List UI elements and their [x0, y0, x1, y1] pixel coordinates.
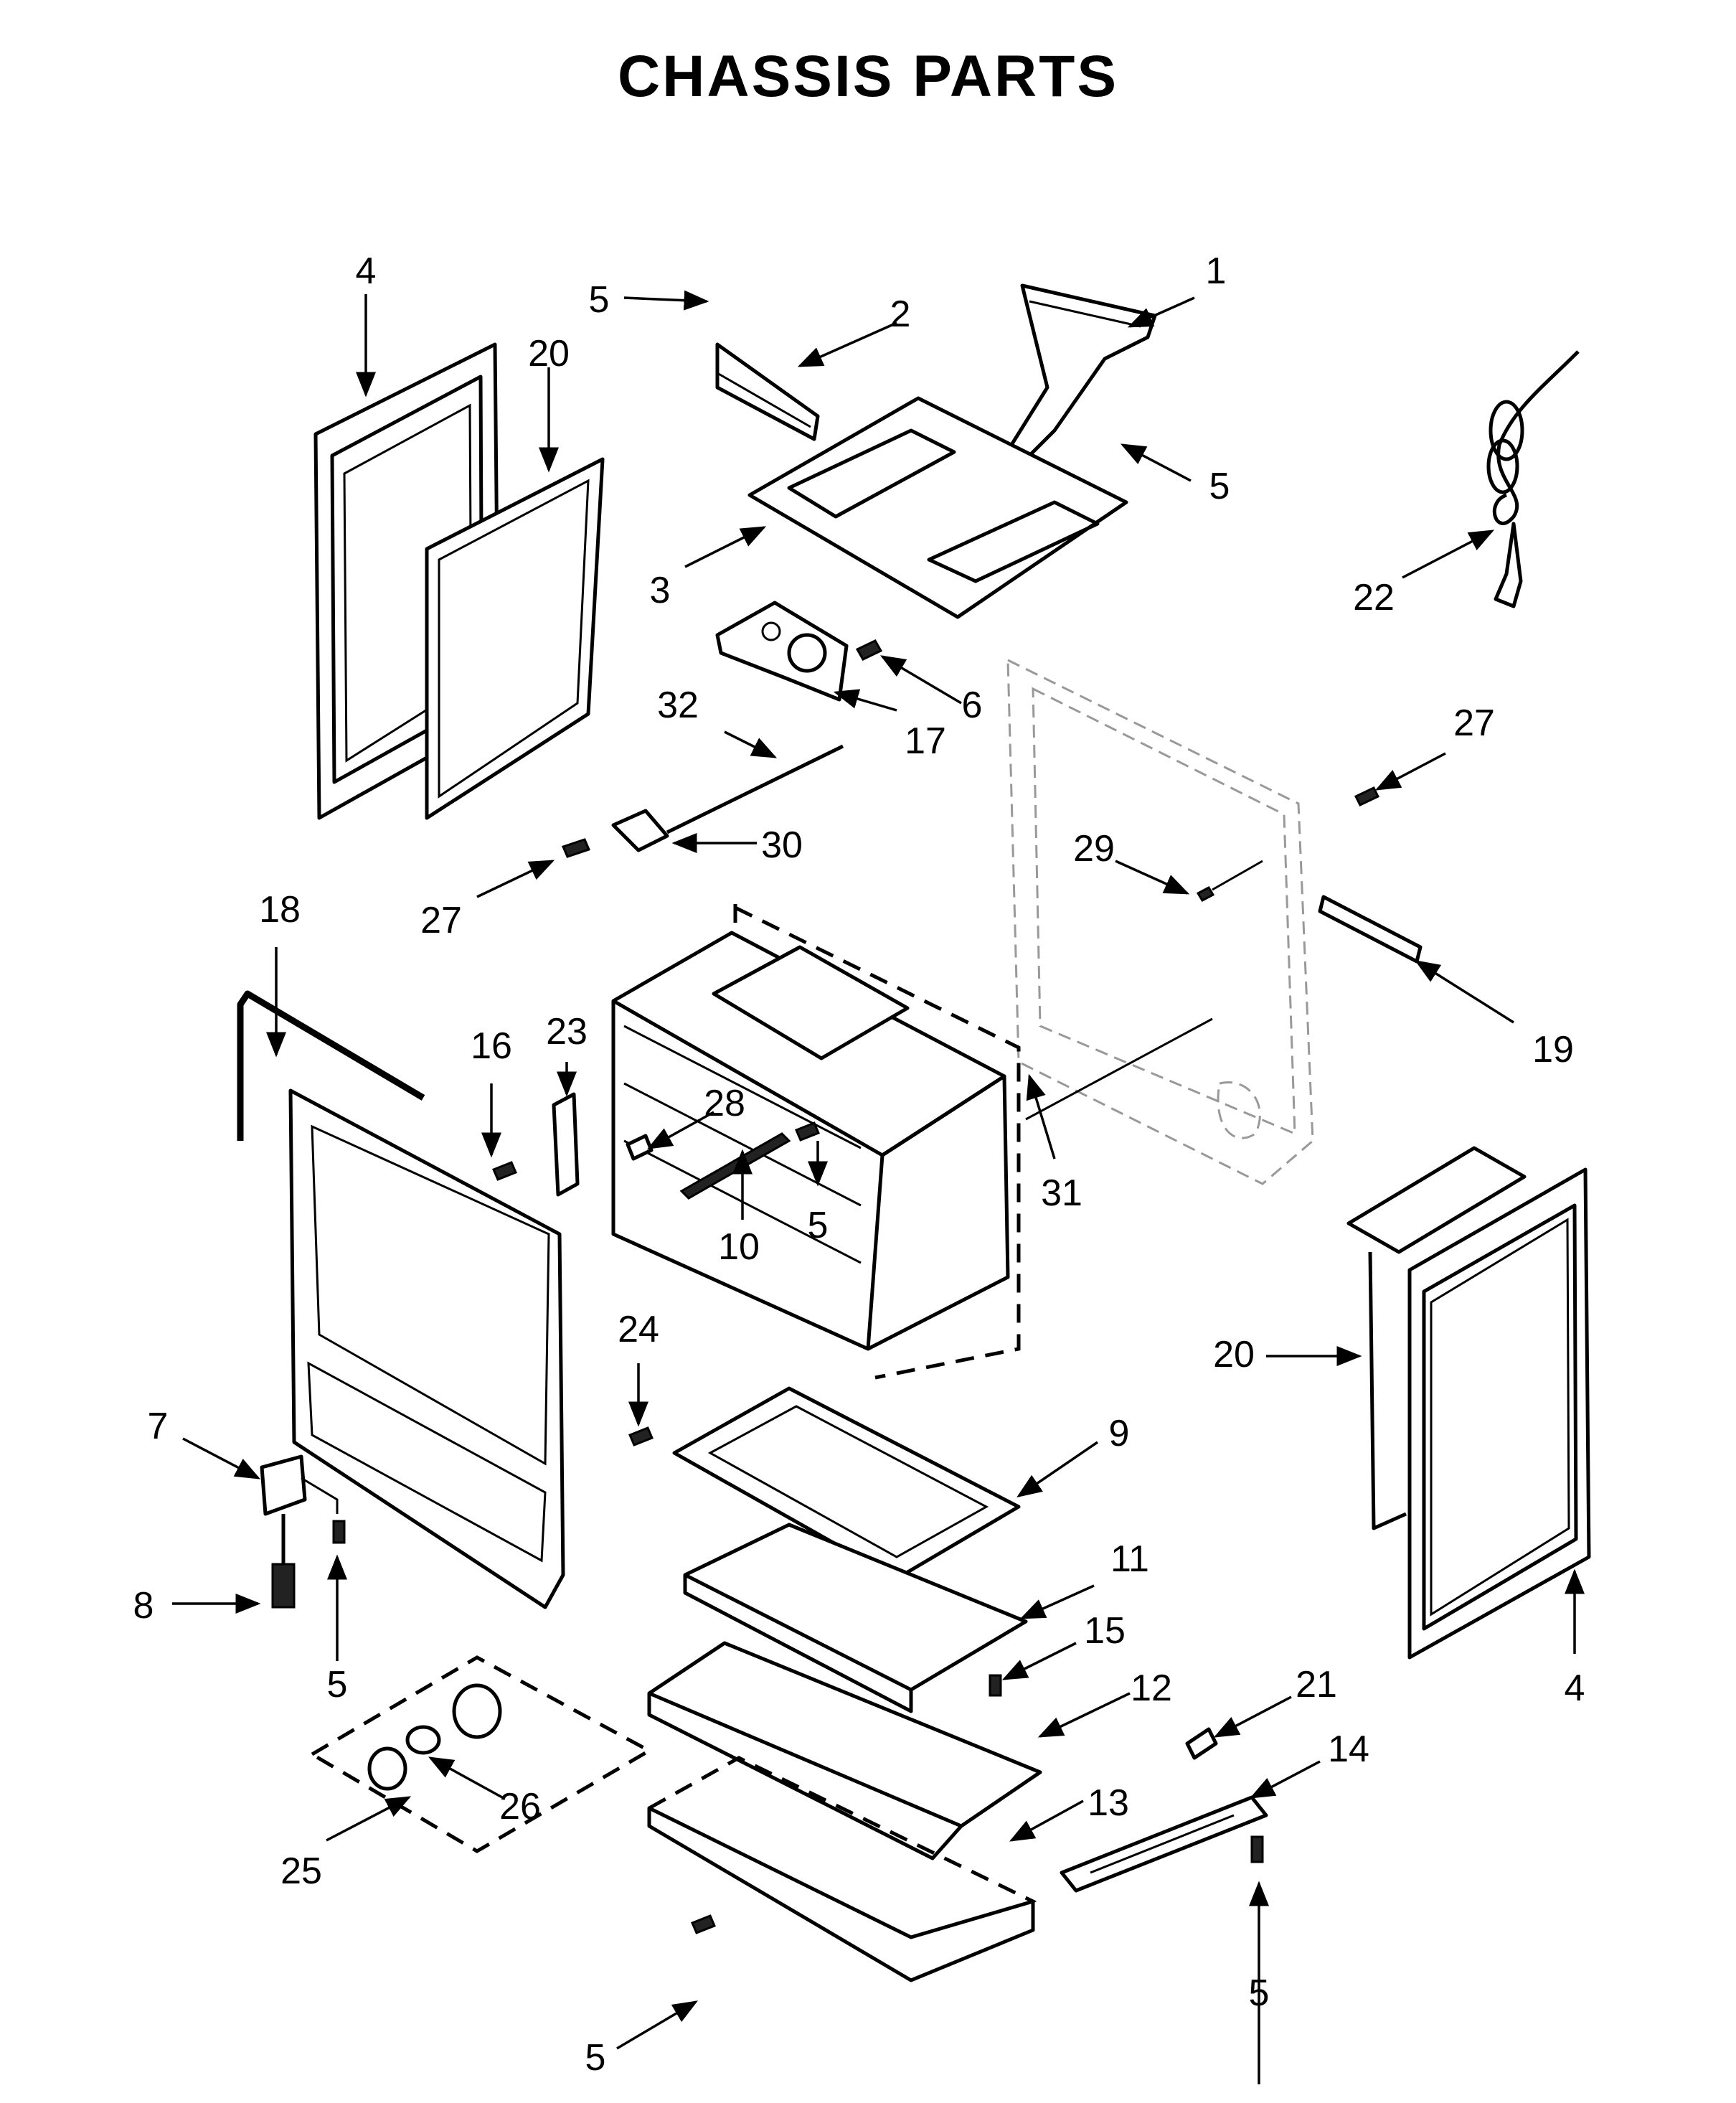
part-6-screw — [855, 639, 883, 661]
callout-8: 8 — [133, 1585, 154, 1627]
callout-15: 15 — [1084, 1610, 1126, 1652]
callout-29: 29 — [1073, 828, 1115, 870]
callout-25: 25 — [280, 1850, 322, 1892]
part-1-vent-duct — [1009, 283, 1157, 469]
callout-13: 13 — [1088, 1782, 1129, 1824]
callout-27-right: 27 — [1453, 702, 1495, 744]
part-20-left-insulation — [425, 457, 605, 820]
callout-10: 10 — [718, 1226, 760, 1268]
part-10-burner — [679, 1132, 791, 1200]
callout-12: 12 — [1131, 1667, 1172, 1709]
part-22-power-cord — [1486, 350, 1580, 608]
part-15-screw — [989, 1674, 1002, 1697]
part-5-screw-bracket — [1250, 1835, 1264, 1863]
part-16-screw — [492, 1161, 517, 1181]
callout-5-bottom: 5 — [585, 2037, 606, 2079]
part-32-rod — [666, 744, 844, 834]
callout-31: 31 — [1041, 1172, 1082, 1214]
callout-17: 17 — [905, 720, 946, 762]
part-29-sensor — [1196, 860, 1263, 902]
part-25-parts-bag — [308, 1655, 654, 1853]
part-7-regulator — [260, 1454, 339, 1516]
callout-22: 22 — [1353, 577, 1395, 618]
callout-5-cavity: 5 — [808, 1205, 829, 1246]
callout-32: 32 — [657, 684, 699, 726]
callout-9: 9 — [1109, 1413, 1130, 1454]
part-20-right-insulation — [1346, 1146, 1527, 1530]
callout-4-left: 4 — [356, 250, 377, 292]
part-13-bottom-panel — [647, 1756, 1037, 1982]
part-21-clip — [1185, 1727, 1218, 1760]
part-23-bracket — [552, 1092, 580, 1197]
part-19-bracket — [1318, 895, 1423, 964]
callout-11: 11 — [1110, 1538, 1149, 1580]
callout-1: 1 — [1206, 250, 1227, 292]
callout-2: 2 — [890, 293, 911, 335]
callout-5-regulator: 5 — [327, 1664, 348, 1706]
callout-14: 14 — [1328, 1728, 1369, 1770]
part-2-vent-baffle — [715, 342, 820, 441]
callout-18: 18 — [259, 889, 301, 931]
part-17-gas-valve-assembly — [715, 601, 849, 702]
callout-23: 23 — [546, 1011, 588, 1053]
callout-21: 21 — [1296, 1664, 1337, 1706]
part-27-screw-right — [1354, 786, 1380, 806]
part-8-fitting — [271, 1514, 296, 1609]
callout-27-left: 27 — [420, 900, 462, 941]
part-31-rear-panel — [1006, 658, 1314, 1185]
part-26-leveling-leg — [367, 1683, 502, 1791]
callout-20-left: 20 — [528, 333, 570, 375]
callout-24: 24 — [618, 1309, 659, 1350]
callout-28: 28 — [704, 1083, 745, 1124]
callout-20-right: 20 — [1213, 1334, 1255, 1375]
callout-labels: 1 2 3 4 4 5 5 5 5 5 5 6 7 8 9 10 11 12 1… — [133, 250, 1585, 2079]
part-12-drawer — [647, 1641, 1042, 1860]
part-3-top-panel — [747, 396, 1128, 619]
oven-cavity — [611, 904, 1021, 1380]
leader-lines — [172, 290, 1585, 2084]
part-4-right-side-panel — [1407, 1167, 1591, 1660]
part-14-anti-tip-bracket — [1060, 1795, 1268, 1893]
callout-3: 3 — [650, 570, 671, 611]
callout-6: 6 — [962, 684, 983, 726]
part-5-screw-bottom — [691, 1914, 716, 1934]
callout-4-right: 4 — [1565, 1667, 1585, 1709]
callout-30: 30 — [761, 824, 803, 866]
part-18-gasket — [237, 990, 425, 1141]
part-5-screw-regulator — [332, 1520, 346, 1544]
callout-5-duct: 5 — [1209, 466, 1230, 507]
callout-16: 16 — [471, 1025, 512, 1067]
part-24-screw — [628, 1426, 654, 1446]
callout-26: 26 — [499, 1786, 541, 1827]
callout-19: 19 — [1532, 1029, 1574, 1071]
callout-7: 7 — [148, 1406, 169, 1447]
callout-5-bracket: 5 — [1249, 1972, 1270, 2014]
part-28-igniter — [626, 1134, 654, 1161]
part-30-bracket — [611, 809, 669, 852]
part-27-screw-left — [561, 838, 591, 858]
front-frame — [288, 1088, 565, 1609]
page-title: CHASSIS PARTS — [617, 44, 1119, 109]
part-5-screw-cavity — [795, 1121, 820, 1142]
callout-5-top: 5 — [589, 279, 610, 321]
part-11-tray — [683, 1523, 1028, 1713]
